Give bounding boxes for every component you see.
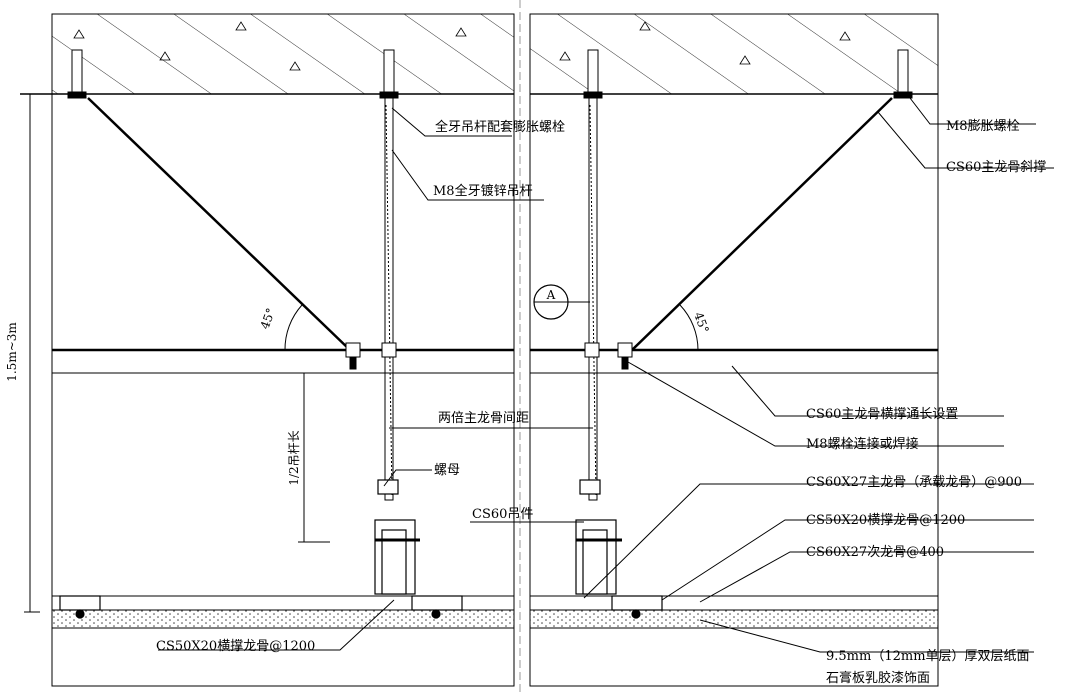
expansion-bolts (67, 49, 913, 99)
diagonal-braces (87, 97, 893, 351)
label-board-line1: 9.5mm（12mm单层）厚双层纸面 (826, 649, 1030, 664)
label-half-rod-length: 1/2吊杆长 (287, 430, 301, 485)
label-cs60-diagonal-brace: CS60主龙骨斜撑 (946, 160, 1046, 175)
hanger-assemblies (374, 479, 622, 595)
detail-marker-label: A (546, 288, 556, 302)
label-cross-keel-right: CS50X20横撑龙骨@1200 (806, 513, 965, 528)
label-board-line2: 石膏板乳胶漆饰面 (826, 670, 930, 686)
angle-arcs (284, 304, 699, 351)
label-angle-left: 45° (258, 306, 278, 331)
label-secondary-keel: CS60X27次龙骨@400 (806, 544, 944, 560)
keel-profiles (59, 595, 663, 619)
label-m8-rod: M8全牙镀锌吊杆 (433, 183, 533, 199)
label-angle-right: 45° (691, 310, 711, 335)
detail-marker: A (533, 284, 590, 320)
dimension-lines (24, 93, 593, 613)
frame-borders (51, 0, 939, 696)
label-cs60-hanger: CS60吊件 (472, 507, 533, 522)
annotation-labels: 全牙吊杆配套膨胀螺栓 M8全牙镀锌吊杆 M8膨胀螺栓 CS60主龙骨斜撑 45°… (5, 119, 1046, 686)
ceiling-boards (51, 595, 939, 629)
label-m8-bolt-weld: M8螺栓连接或焊接 (806, 436, 919, 452)
leader-lines (158, 97, 1054, 653)
label-height-range: 1.5m~3m (5, 322, 19, 382)
hanger-rods (384, 97, 598, 501)
label-cross-keel-left: CS50X20横撑龙骨@1200 (156, 639, 315, 654)
cross-brace (52, 342, 938, 374)
label-nut: 螺母 (434, 463, 460, 478)
label-main-keel: CS60X27主龙骨（承载龙骨）@900 (806, 475, 1022, 490)
label-m8-expansion-bolt: M8膨胀螺栓 (946, 119, 1020, 134)
label-double-spacing: 两倍主龙骨间距 (438, 411, 529, 426)
label-cs60-cross-brace: CS60主龙骨横撑通长设置 (806, 407, 958, 422)
label-full-thread-rod-anchor: 全牙吊杆配套膨胀螺栓 (435, 119, 565, 135)
concrete-slab (20, 13, 939, 95)
